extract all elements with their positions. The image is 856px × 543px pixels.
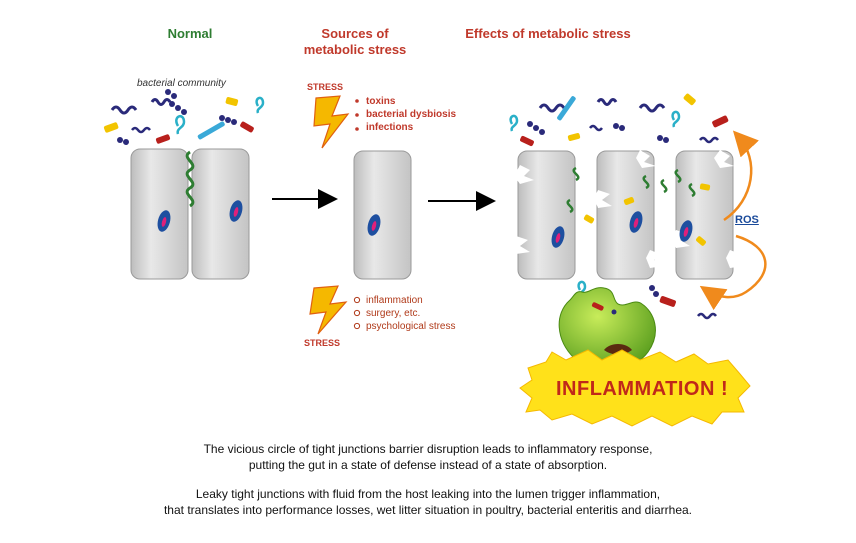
- normal-cell-left: [130, 148, 189, 280]
- nucleolus: [633, 218, 639, 228]
- caption-line: putting the gut in a state of defense in…: [248, 458, 608, 472]
- ros-arrow-up: [723, 130, 760, 222]
- header-sources-line2: metabolic stress: [303, 42, 407, 57]
- tight-junction: [185, 150, 195, 208]
- nucleolus: [555, 233, 561, 243]
- header-sources-line1: Sources of: [321, 26, 389, 41]
- damaged-cell-2: [596, 150, 655, 280]
- nucleolus: [161, 217, 167, 227]
- normal-panel: [103, 89, 265, 280]
- bacteria-cluster-effects: [509, 93, 729, 147]
- stress-source-item: psychological stress: [366, 321, 456, 332]
- ros-arrow-down: [699, 234, 767, 311]
- label-bacterial-community: bacterial community: [137, 78, 226, 89]
- header-effects: Effects of metabolic stress: [465, 26, 631, 41]
- lightning-bolt-icon: [313, 95, 350, 149]
- caption-line: The vicious circle of tight junctions ba…: [203, 442, 653, 456]
- normal-cell-right: [191, 148, 250, 280]
- label-stress-bottom: STRESS: [304, 338, 341, 348]
- caption-line: that translates into performance losses,…: [163, 503, 693, 517]
- nucleolus: [683, 227, 689, 237]
- stress-source-item: surgery, etc.: [366, 308, 421, 319]
- header-sources: Sources of metabolic stress: [290, 26, 420, 58]
- stress-sources-top-list: toxins bacterial dysbiosis infections: [366, 95, 456, 134]
- stress-source-item: inflammation: [366, 295, 423, 306]
- effects-panel: [509, 93, 767, 427]
- stress-sources-bottom-list: inflammation surgery, etc. psychological…: [366, 294, 455, 333]
- damaged-cell-1: [517, 150, 576, 280]
- sources-panel: [309, 95, 412, 335]
- caption-line: Leaky tight junctions with fluid from th…: [195, 487, 661, 501]
- stress-source-item: infections: [366, 122, 414, 133]
- stress-source-item: toxins: [366, 96, 396, 107]
- damaged-cell-3: [675, 150, 734, 280]
- label-stress-top: STRESS: [307, 82, 344, 92]
- label-ros: ROS: [735, 214, 759, 226]
- lightning-bolt-icon: [309, 285, 348, 335]
- stressed-cell: [353, 150, 412, 280]
- nucleolus: [233, 207, 239, 217]
- header-normal: Normal: [167, 26, 213, 41]
- stress-source-item: bacterial dysbiosis: [366, 109, 457, 120]
- caption-paragraph-1: The vicious circle of tight junctions ba…: [0, 441, 856, 473]
- label-inflammation: INFLAMMATION !: [556, 378, 729, 400]
- bacteria-cluster-normal: [103, 89, 265, 145]
- nucleolus: [371, 221, 377, 231]
- inflammation-starburst: [519, 349, 751, 427]
- caption-paragraph-2: Leaky tight junctions with fluid from th…: [0, 486, 856, 518]
